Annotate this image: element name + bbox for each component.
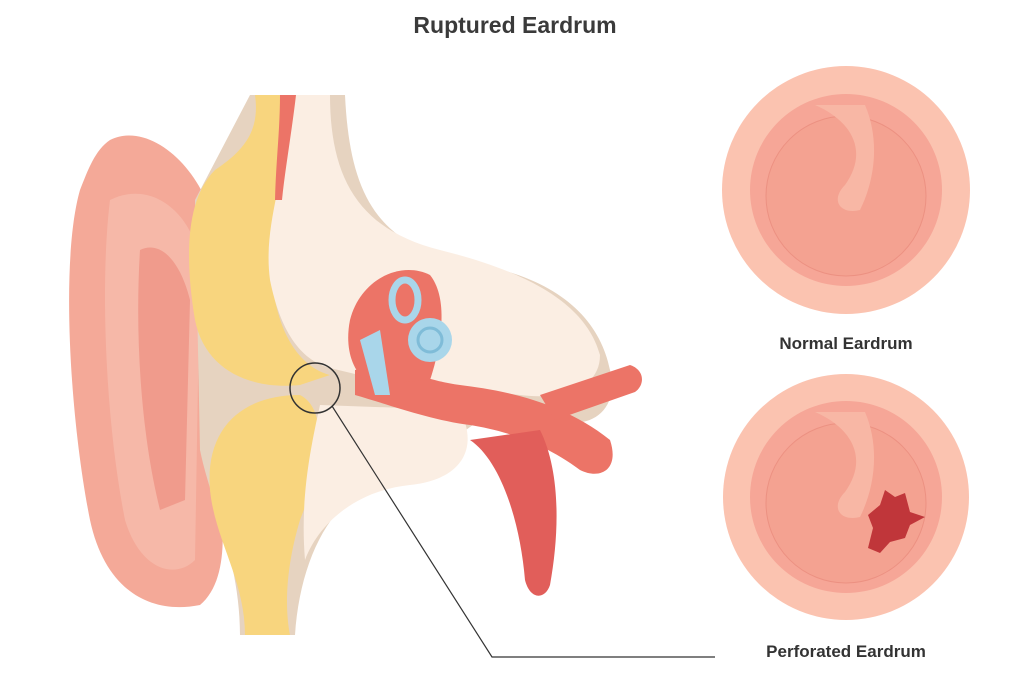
perforation <box>868 490 925 553</box>
outer-ear <box>69 135 223 608</box>
callout-line <box>331 405 715 658</box>
perforated-eardrum-label: Perforated Eardrum <box>766 642 926 661</box>
tube-lower <box>470 430 557 596</box>
inner-ear <box>360 276 452 395</box>
normal-eardrum-label: Normal Eardrum <box>779 334 913 353</box>
eardrum-callout-circle <box>289 362 341 414</box>
diagram-title: Ruptured Eardrum <box>413 12 617 38</box>
normal-eardrum-illustration <box>722 66 970 314</box>
fat-tissue-lower <box>209 395 319 635</box>
fat-tissue-upper <box>189 95 330 386</box>
auditory-nerve <box>540 365 642 420</box>
eustachian-tube <box>355 367 613 474</box>
perforated-eardrum-illustration <box>723 374 969 620</box>
muscle-strip <box>275 95 296 200</box>
temporal-bone-lower <box>303 405 468 560</box>
